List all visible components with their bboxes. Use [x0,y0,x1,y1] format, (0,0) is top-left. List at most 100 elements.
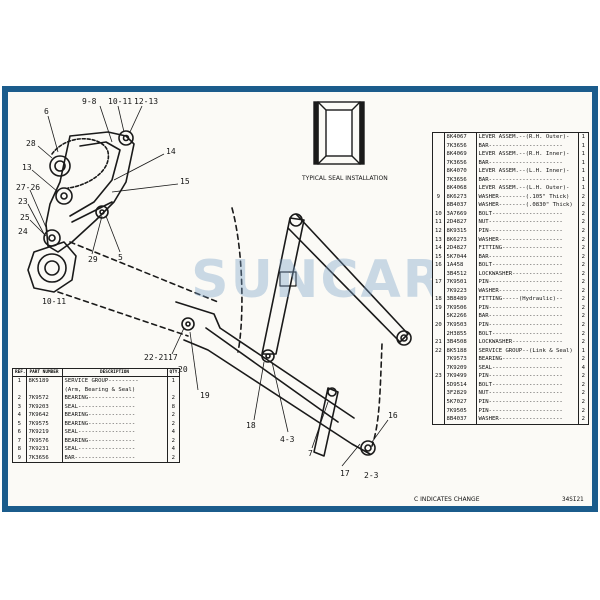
callout-5: 5 [118,253,123,262]
callout-4-3: 4-3 [280,435,295,444]
part-number-cell: 8K6273 [444,192,477,202]
pin-right-inner [400,334,408,342]
ref-cell [433,415,445,424]
part-number-cell: 7K9573 [444,355,477,364]
header-description: DESCRIPTION [62,369,168,377]
ref-cell: 11 [433,218,445,228]
part-number-cell: 8K5189 [26,376,63,386]
qty-cell: 2 [581,356,585,363]
ref-cell [433,312,445,322]
bushing-28 [49,155,71,177]
part-number-cell: 8K4068 [444,184,477,193]
description-cell: (Arm, Bearing & Seal) [62,385,168,395]
part-number-cell: 7K9572 [26,394,63,403]
right-dashed-curve [371,343,383,447]
part-number-cell: 5K2266 [444,312,477,322]
qty-cell: 2 [581,202,585,209]
callout-22-21: 22-21 [144,353,168,362]
callout-17-lower: 17 [340,469,350,478]
callout-12-13: 12-13 [134,97,158,106]
boom-arm-bottom [183,339,371,455]
qty-cell: 1 [581,159,585,166]
description-cell: SEAL----------------- [62,402,168,412]
description-cell: SEAL----------------- [62,445,168,454]
description-cell: BAR---------------------- [476,175,579,185]
ref-cell [13,385,27,395]
ref-cell: 14 [433,244,445,253]
part-number-cell: 7K9219 [26,428,63,437]
qty-cell: 2 [581,407,585,414]
ref-cell: 7 [13,436,27,446]
qty-cell: 2 [581,313,585,320]
bushing-13-inner [60,192,68,200]
callout-10-11: 10-11 [108,97,132,106]
part-number-cell: 1A458 [444,261,477,270]
part-number-cell: 5K7044 [444,252,477,262]
description-cell: PIN---------------------- [476,278,579,287]
part-number-cell: 7K3656 [444,158,477,168]
callout-18: 18 [246,421,256,430]
qty-cell: 2 [171,420,175,427]
description-cell: NUT---------------------- [476,389,579,398]
description-cell: PIN---------------------- [476,397,579,407]
callout-10-11-lower: 10-11 [42,297,66,306]
description-cell: BOLT--------------------- [476,209,579,219]
ref-cell: 15 [433,252,445,262]
seal-installation-inset [313,101,365,165]
qty-cell: 1 [581,185,585,192]
part-number-cell: 7K3656 [26,453,63,463]
qty-cell: 1 [581,142,585,149]
ref-cell: 18 [433,295,445,304]
description-cell: BAR---------------------- [476,158,579,168]
pin-link-bottom-inner [265,353,271,359]
qty-cell: 2 [581,322,585,329]
pin-boom [181,317,195,331]
base-ring [37,253,67,283]
outer-frame: TYPICAL SEAL INSTALLATION 6 9-8 10-11 12… [2,86,598,512]
qty-cell: 1 [581,151,585,158]
qty-cell: 2 [581,262,585,269]
part-number-cell: 7K9505 [444,406,477,416]
qty-cell: 2 [171,454,175,461]
qty-cell: 2 [581,339,585,346]
ref-cell: 10 [433,209,445,219]
part-number-cell: 7K9499 [444,372,477,381]
ref-cell [433,286,445,296]
callout-6: 6 [44,107,49,116]
part-number-cell: 8K4067 [444,133,477,142]
qty-cell: 2 [581,228,585,235]
description-cell: FITTING-----(Hydraulic)-- [476,295,579,304]
part-number-cell: 7K9231 [26,445,63,454]
description-cell: BEARING-------------- [62,419,168,429]
boom-inner-line [205,327,339,423]
description-cell: LOCKWASHER--------------- [476,269,579,279]
callout-14: 14 [166,147,176,156]
callout-28: 28 [26,139,36,148]
qty-cell [167,386,179,395]
pin-lower-link [327,387,337,397]
qty-cell: 1 [171,378,175,384]
qty-cell: 2 [581,330,585,337]
ref-cell [433,184,445,193]
description-cell: LEVER ASSEM.--(L.H. Inner)- [476,167,579,176]
part-number-cell: 7K9503 [444,321,477,330]
qty-cell: 2 [581,210,585,217]
part-number-cell: 3F2829 [444,389,477,398]
bushing-24 [43,229,61,247]
qty-cell: 2 [581,253,585,260]
